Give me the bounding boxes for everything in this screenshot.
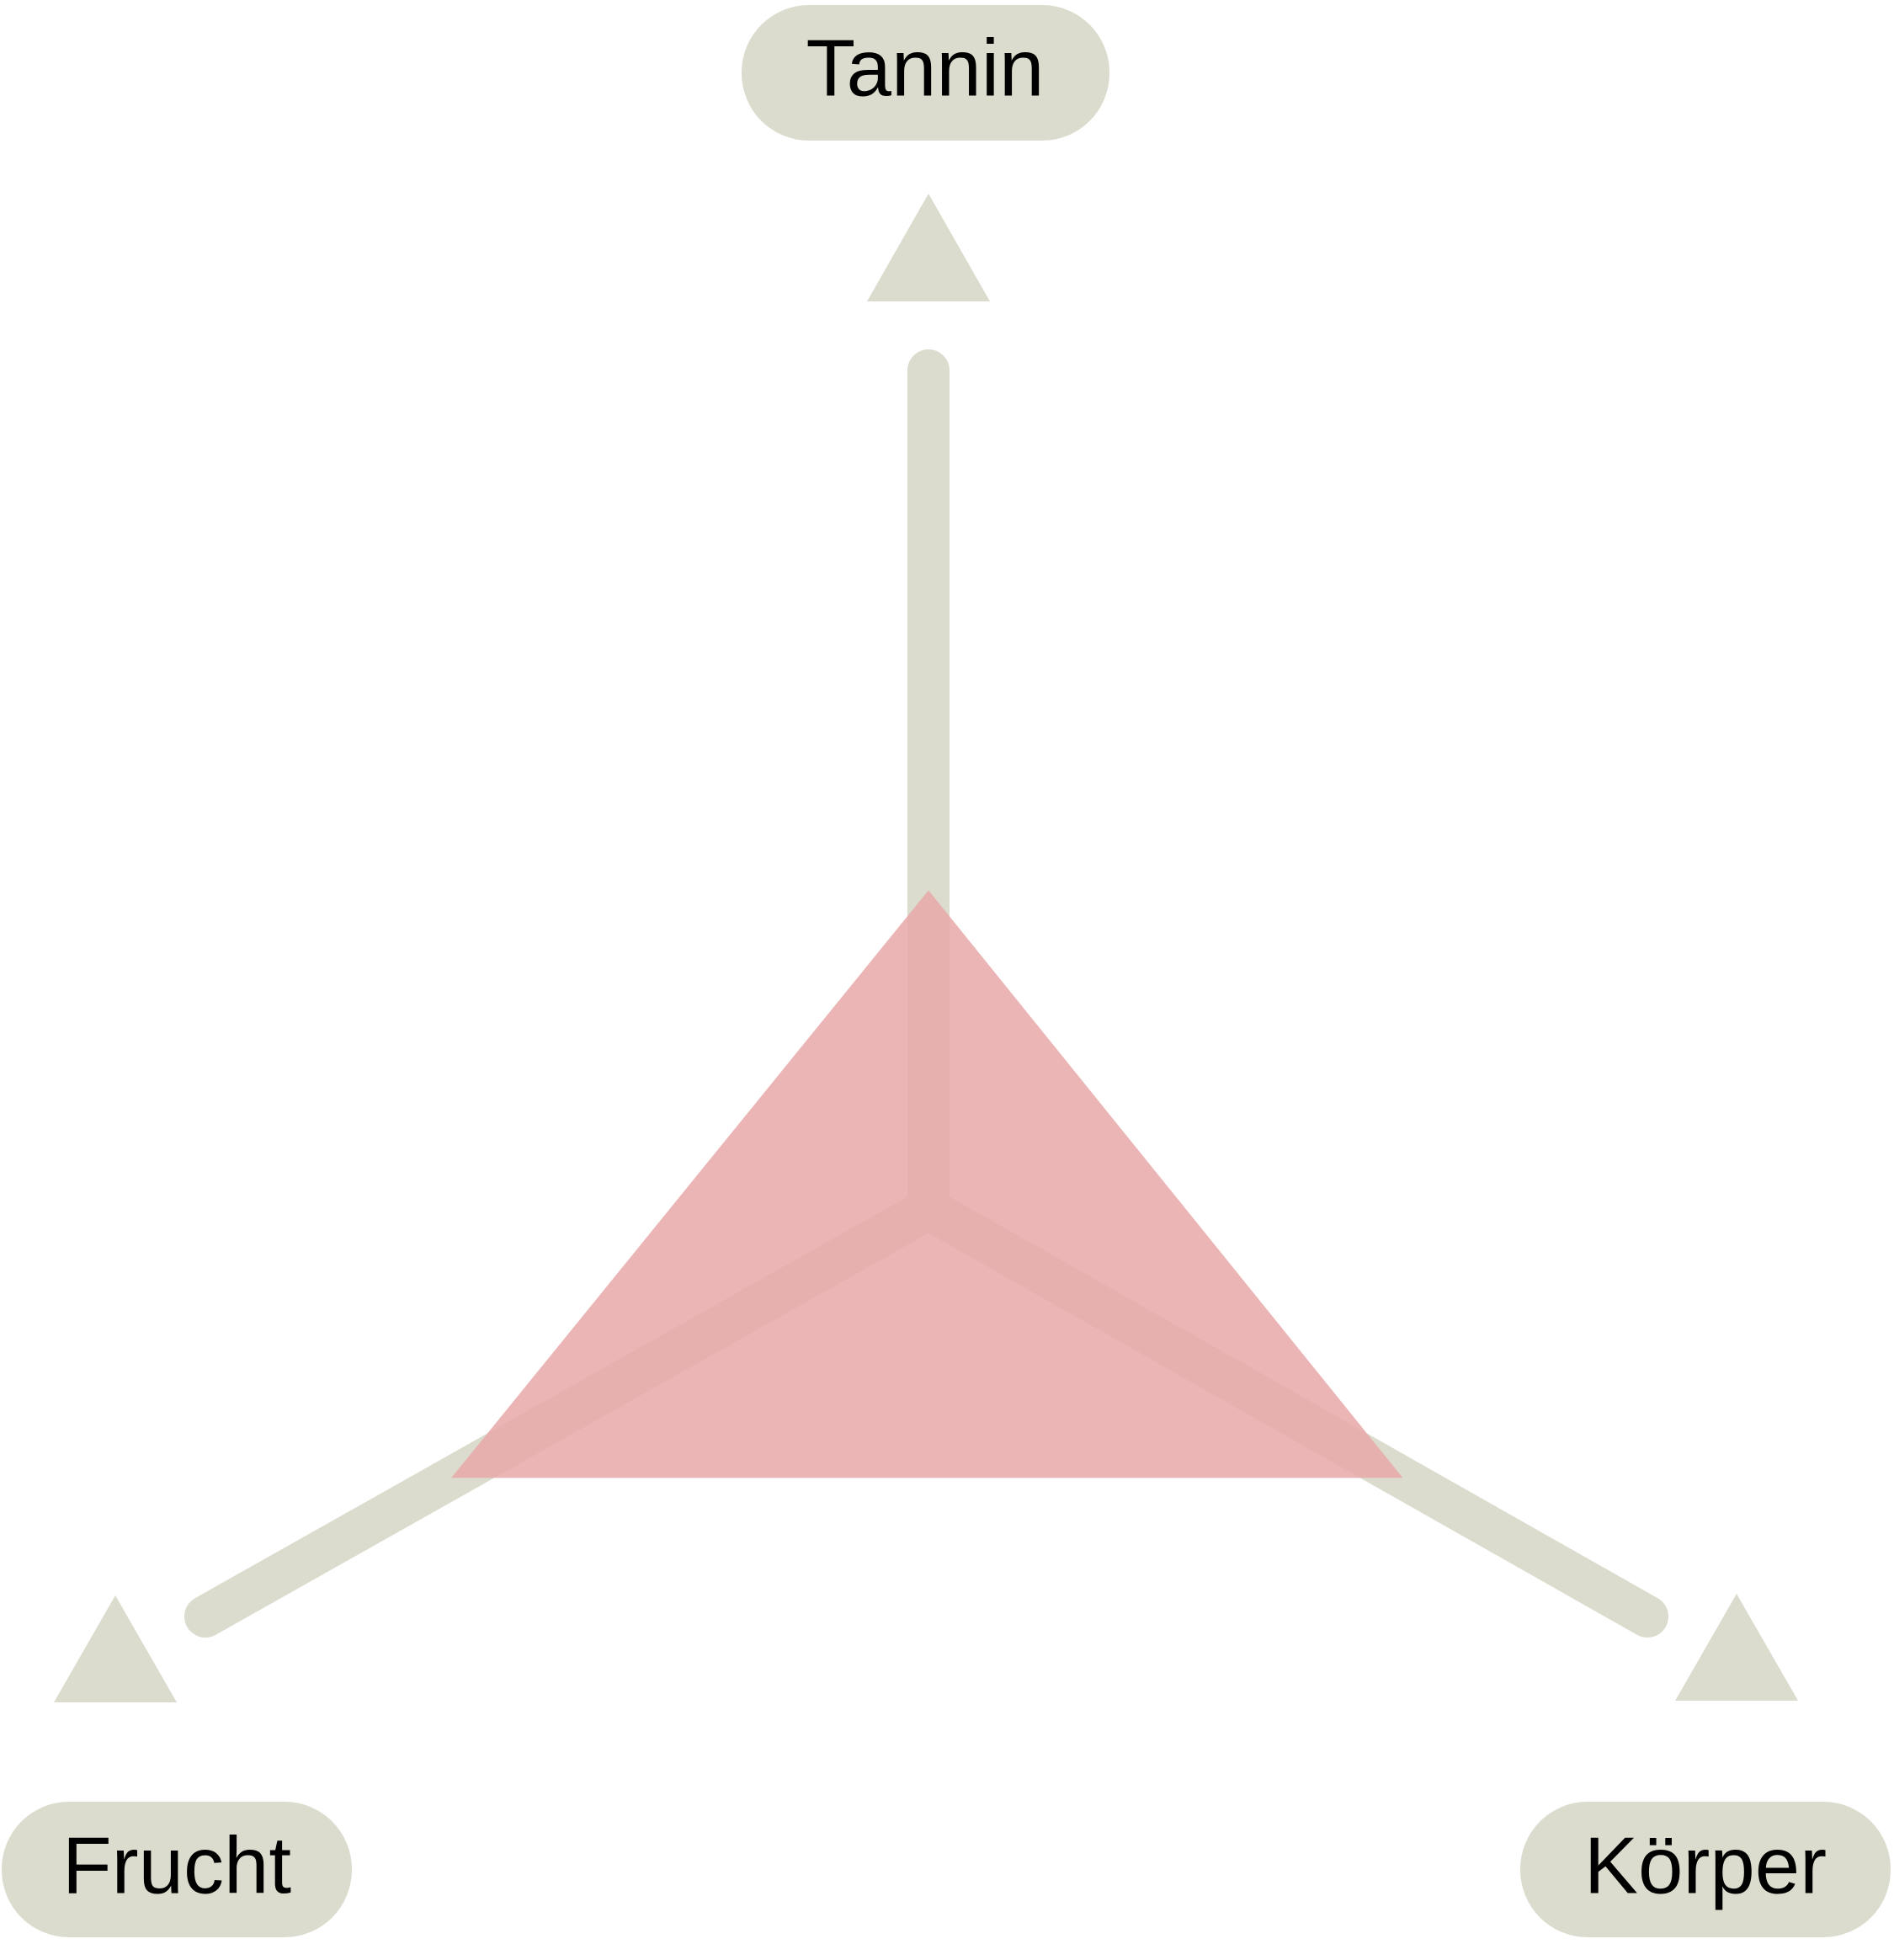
- label-frucht-pill: [2, 1802, 352, 1937]
- label-koerper: Körper: [1520, 1802, 1891, 1937]
- frucht-arrow-triangle-up-icon: [54, 1595, 177, 1702]
- label-tannin-pill: [742, 5, 1109, 141]
- label-koerper-pill: [1520, 1802, 1891, 1937]
- label-frucht: Frucht: [2, 1802, 352, 1937]
- label-frucht-text: Frucht: [62, 1820, 291, 1910]
- label-tannin: Tannin: [742, 5, 1109, 141]
- profile-area: [451, 890, 1403, 1478]
- koerper-arrow-triangle-up-icon: [1675, 1594, 1798, 1701]
- label-koerper-text: Körper: [1584, 1820, 1827, 1910]
- tannin-arrow-triangle-up-icon: [867, 194, 990, 301]
- label-tannin-text: Tannin: [806, 23, 1045, 113]
